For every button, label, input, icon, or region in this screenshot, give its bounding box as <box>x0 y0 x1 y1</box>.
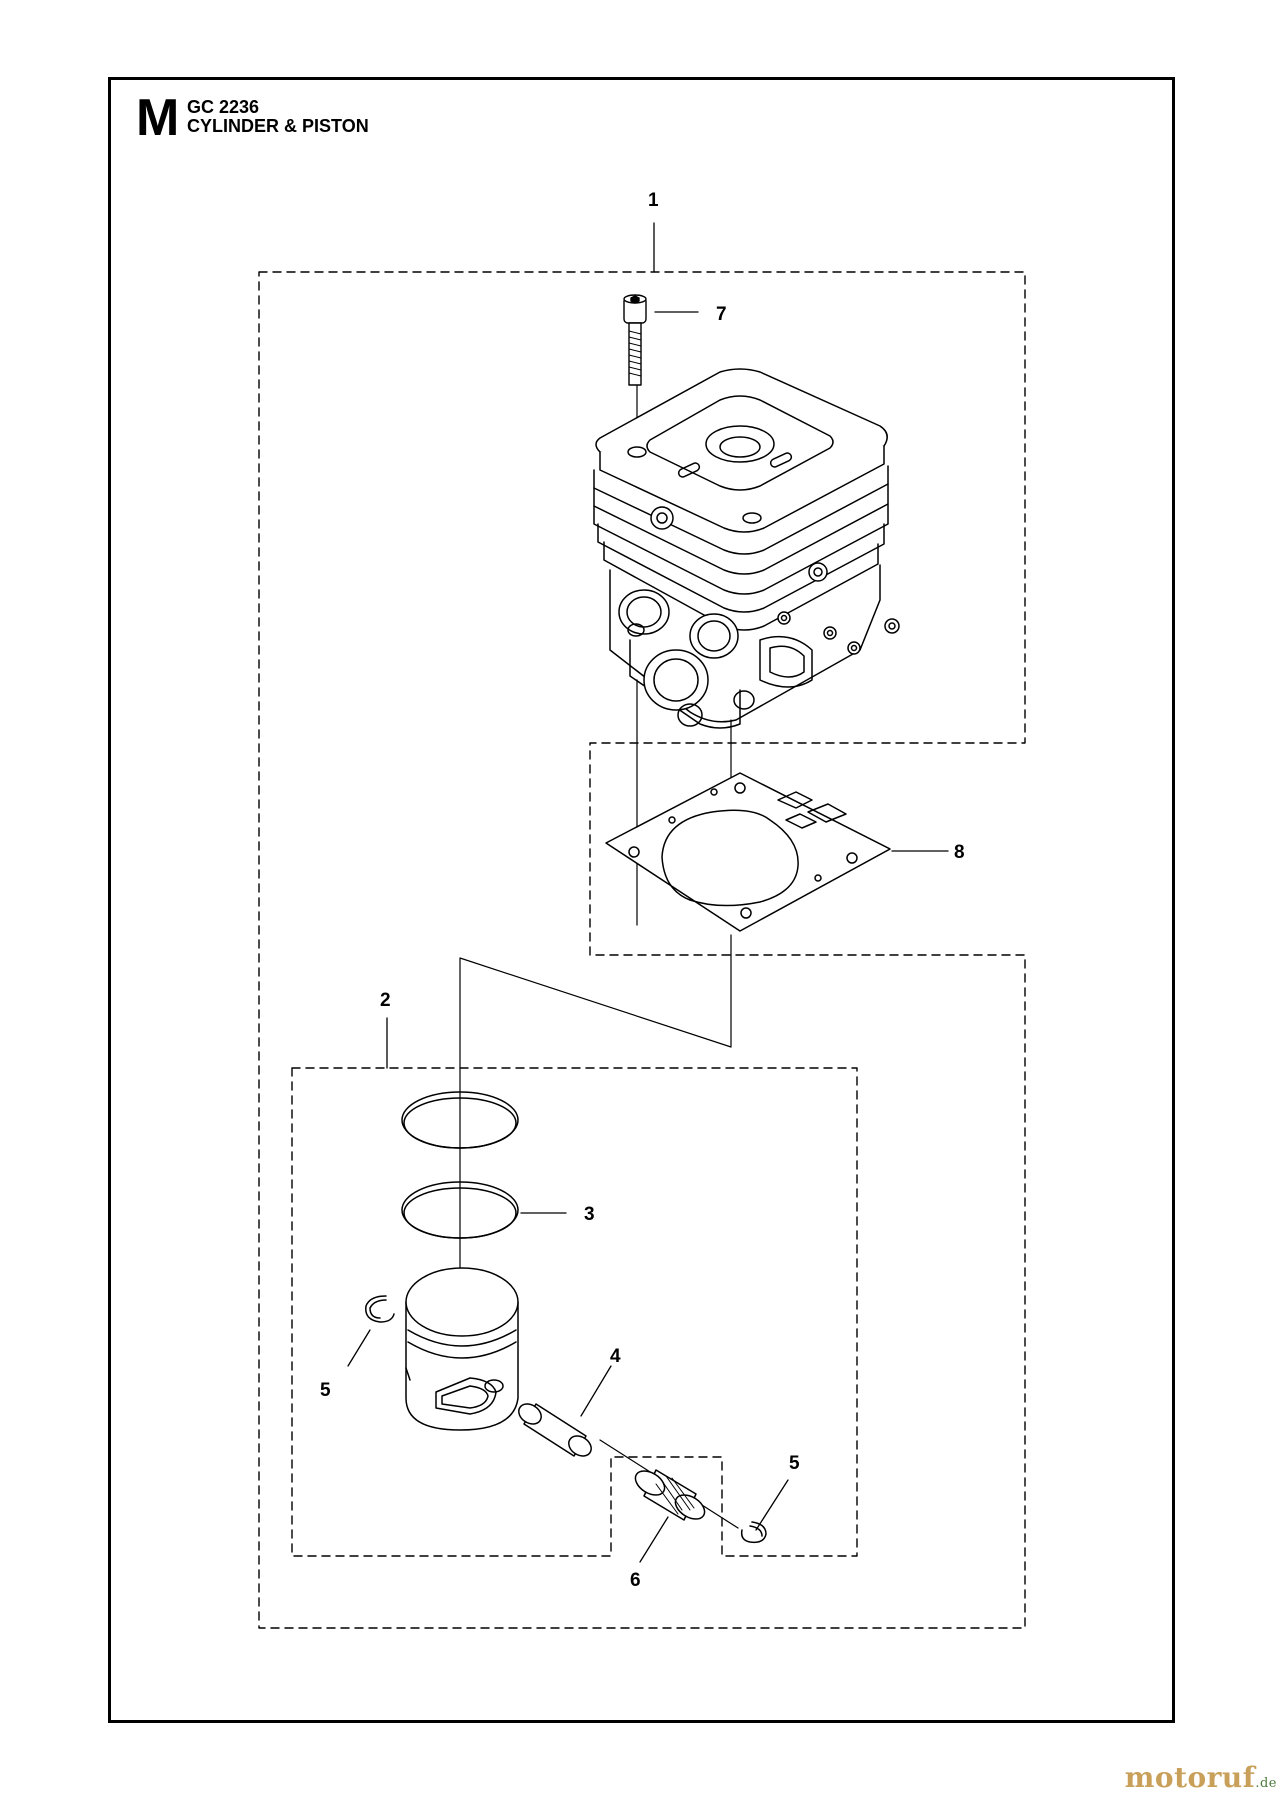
piston-ring-upper <box>401 1091 519 1149</box>
model-number: GC 2236 <box>187 97 260 117</box>
piston-part <box>405 1267 519 1431</box>
group-outlines <box>258 271 1026 1629</box>
callout-6: 6 <box>630 1570 641 1591</box>
drawing-frame <box>108 77 1175 1723</box>
circlip-left-part <box>365 1295 395 1323</box>
bolt-part <box>623 294 647 386</box>
callout-2: 2 <box>380 990 391 1011</box>
leader-5a <box>347 1329 371 1367</box>
callout-7: 7 <box>716 304 727 325</box>
callout-4: 4 <box>610 1346 621 1367</box>
leader-lines <box>347 222 949 1563</box>
callout-3: 3 <box>584 1204 595 1225</box>
leader-5b <box>755 1479 789 1531</box>
diagram-title: CYLINDER & PISTON <box>187 116 369 136</box>
group-1-outline <box>258 271 1026 1629</box>
watermark-logo: motoruf.de <box>1125 1761 1277 1794</box>
circlip-right-part <box>740 1521 767 1544</box>
leader-4 <box>580 1365 612 1417</box>
cylinder-part <box>593 368 900 729</box>
leader-6 <box>639 1516 669 1563</box>
callout-1: 1 <box>648 190 659 211</box>
callout-5-right: 5 <box>789 1453 800 1474</box>
gasket-part <box>605 772 891 932</box>
section-letter: M <box>136 89 180 147</box>
needle-bearing-part <box>634 1469 706 1521</box>
watermark-suffix: .de <box>1255 1776 1277 1791</box>
callout-8: 8 <box>954 842 965 863</box>
piston-pin-part <box>518 1403 592 1457</box>
piston-ring-lower <box>401 1181 519 1239</box>
callout-5-left: 5 <box>320 1380 331 1401</box>
group-2-outline <box>291 1067 858 1557</box>
gasket-to-piston-link <box>459 934 732 1291</box>
watermark-text: motoruf <box>1124 1761 1256 1794</box>
